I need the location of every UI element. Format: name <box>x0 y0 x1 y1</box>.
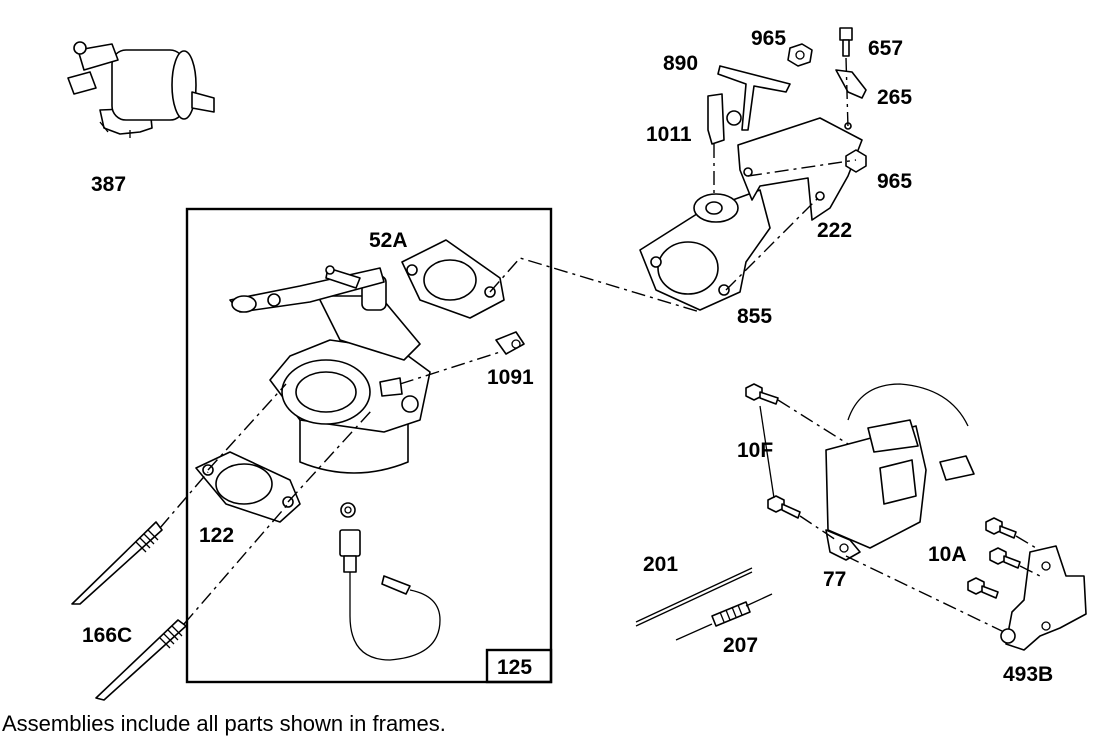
label-855: 855 <box>737 305 772 328</box>
ignition-armature-77 <box>825 383 975 561</box>
bolt-166c-lower <box>95 619 187 701</box>
clip-265 <box>835 69 867 130</box>
fuel-shutoff-solenoid <box>339 502 441 661</box>
carburetor-125 <box>229 265 431 474</box>
label-493b: 493B <box>1003 663 1053 686</box>
gasket-122 <box>195 451 301 523</box>
nut-965-top <box>787 43 813 67</box>
label-890: 890 <box>663 52 698 75</box>
leader-10f-a <box>777 399 849 445</box>
label-222: 222 <box>817 219 852 242</box>
label-10a: 10A <box>928 543 967 566</box>
label-265: 265 <box>877 86 912 109</box>
leader-166c-a <box>159 471 209 529</box>
gasket-52a <box>401 239 505 319</box>
screws-10a <box>967 517 1021 599</box>
label-201: 201 <box>643 553 678 576</box>
bolt-166c-upper <box>71 521 163 605</box>
leader-52a-855 <box>489 257 701 313</box>
leader-10f-b <box>799 515 837 541</box>
label-1011: 1011 <box>646 123 692 146</box>
leader-carb-gasket-b <box>287 409 373 503</box>
screw-10f-lower <box>767 495 801 519</box>
label-965-top: 965 <box>751 27 786 50</box>
nut-965-side <box>845 149 867 173</box>
leader-carb-gasket-a <box>207 383 287 471</box>
link-201 <box>635 567 753 627</box>
label-10f: 10F <box>737 439 773 462</box>
label-207: 207 <box>723 634 758 657</box>
label-122: 122 <box>199 524 234 547</box>
screw-657 <box>839 27 853 57</box>
label-125: 125 <box>497 656 532 679</box>
leader-1091 <box>399 351 501 385</box>
bracket-222 <box>737 117 863 221</box>
leader-222-a <box>725 195 821 291</box>
label-166c: 166C <box>82 624 132 647</box>
label-965-side: 965 <box>877 170 912 193</box>
link-890 <box>717 65 791 131</box>
leader-10a-b <box>1019 565 1041 577</box>
spring-207 <box>675 593 773 641</box>
leader-265 <box>845 57 849 129</box>
leader-10f-label <box>759 405 775 499</box>
label-77: 77 <box>823 568 846 591</box>
bracket-493b <box>1000 545 1087 651</box>
fitting-1011 <box>707 93 742 145</box>
fitting-1091 <box>495 331 525 355</box>
leader-222-b <box>747 159 857 177</box>
fuel-solenoid-387 <box>67 41 215 138</box>
label-387: 387 <box>91 173 126 196</box>
screw-10f-upper <box>745 383 779 405</box>
assembly-frame-125 <box>185 207 553 684</box>
frame-number-box <box>485 648 553 684</box>
label-52a: 52A <box>369 229 408 252</box>
intake-manifold-855 <box>639 189 771 311</box>
label-1091: 1091 <box>487 366 534 389</box>
label-657: 657 <box>868 37 903 60</box>
leader-77 <box>845 555 1005 633</box>
leader-10a-a <box>1015 535 1037 549</box>
leader-166c-b <box>183 503 289 625</box>
footnote: Assemblies include all parts shown in fr… <box>2 711 446 736</box>
